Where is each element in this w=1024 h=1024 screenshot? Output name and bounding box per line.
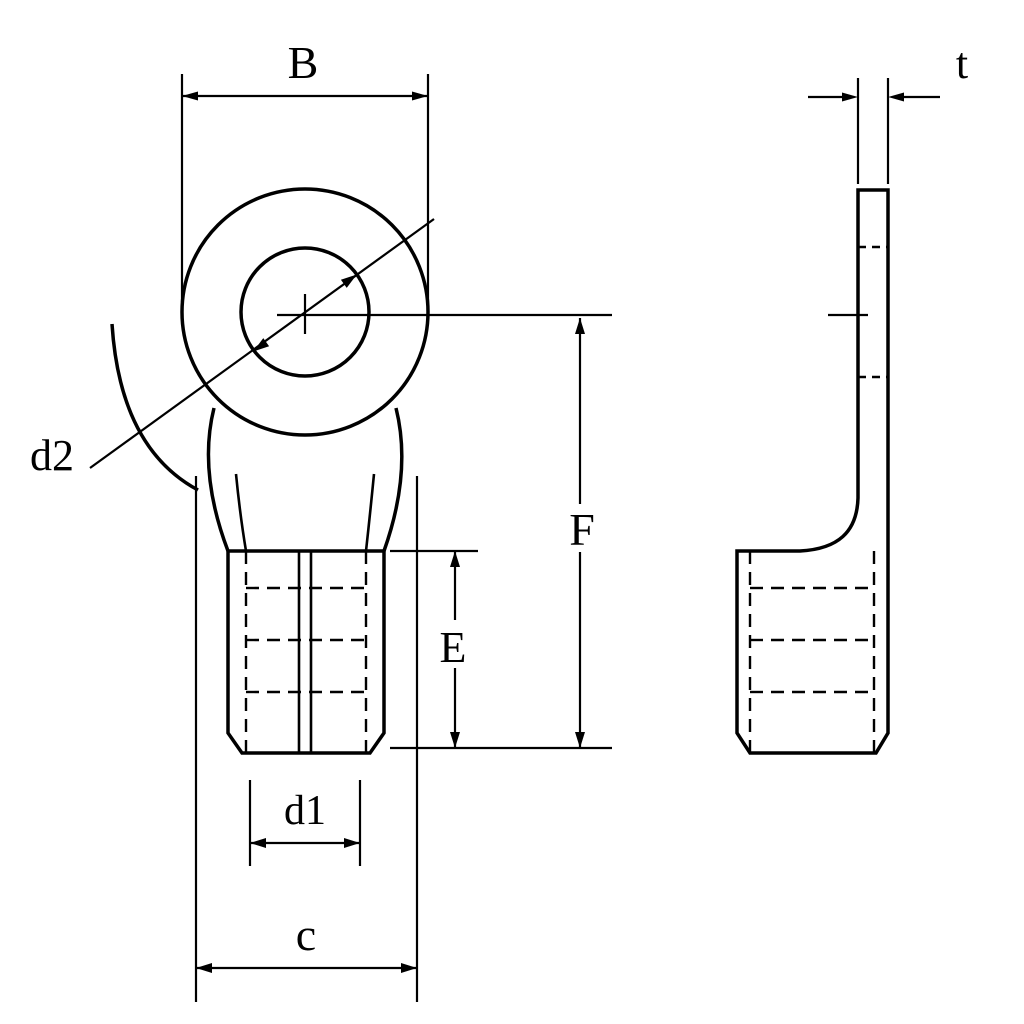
dim-f-label-mask	[558, 504, 606, 552]
side-profile-outline	[735, 188, 890, 755]
dim-e-label-mask	[430, 620, 476, 668]
dim-t-arrow-left	[842, 92, 858, 102]
dimension-d2: d2	[30, 218, 435, 480]
flare-inner-right	[364, 473, 376, 552]
dimension-c: c	[194, 476, 419, 1002]
dim-e-arrow-bottom	[450, 732, 460, 748]
dim-f-arrow-bottom	[575, 732, 585, 748]
dim-t-arrow-right	[888, 92, 904, 102]
dim-b-arrow-right	[412, 91, 428, 101]
dim-d2-label: d2	[30, 431, 74, 480]
ring-inner-circle	[239, 246, 371, 378]
dim-d1-arrow-left	[250, 838, 266, 848]
dim-e-label: E	[440, 623, 467, 672]
dimension-d1: d1	[248, 780, 362, 866]
flare-outer-right	[382, 407, 404, 552]
dim-b-label: B	[288, 37, 319, 88]
dimension-F: F	[277, 313, 612, 750]
dim-d2-arrow-lower	[253, 338, 270, 352]
dim-b-arrow-left	[182, 91, 198, 101]
dimension-B: B	[180, 37, 430, 308]
flare-arc-left	[110, 323, 199, 492]
front-view	[110, 187, 430, 755]
dim-f-arrow-top	[575, 318, 585, 334]
flare-inner-left	[234, 473, 248, 552]
dim-c-label: c	[296, 909, 316, 960]
dim-d1-arrow-right	[344, 838, 360, 848]
flare-outer-left	[206, 407, 230, 552]
dim-d1-label: d1	[284, 788, 326, 834]
side-view	[735, 188, 890, 755]
dim-e-arrow-top	[450, 551, 460, 567]
barrel-outline	[226, 549, 386, 755]
dim-c-arrow-right	[401, 963, 417, 973]
dim-c-arrow-left	[196, 963, 212, 973]
dim-d2-arrow-upper	[340, 274, 357, 288]
ring-outer-circle	[180, 187, 430, 437]
dim-f-label: F	[569, 504, 595, 555]
dimension-t: t	[808, 39, 968, 184]
dimension-E: E	[390, 549, 478, 748]
dim-t-label: t	[956, 39, 968, 88]
